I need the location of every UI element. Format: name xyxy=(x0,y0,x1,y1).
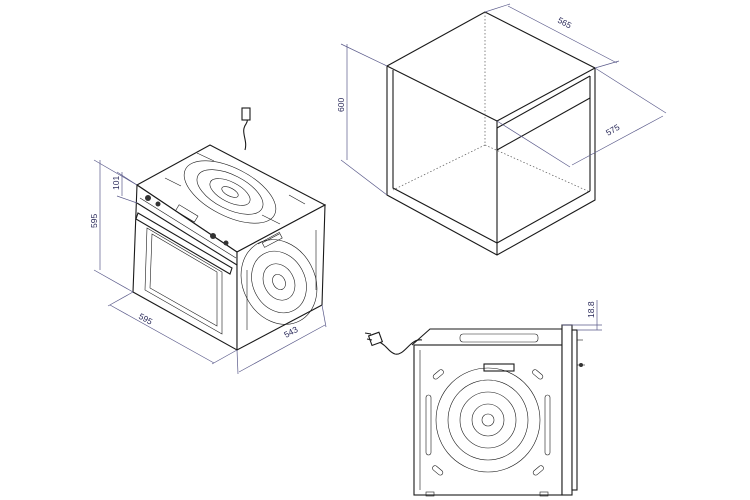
cabinet-niche xyxy=(386,11,596,256)
cabinet-height-label: 600 xyxy=(336,98,346,112)
cabinet-dimensions: 600 565 575 xyxy=(336,3,667,196)
oven-side-dimensions: 18.8 xyxy=(562,300,602,331)
cabinet-depth-label: 575 xyxy=(604,122,622,138)
oven-width-label: 595 xyxy=(137,311,154,327)
door-thickness-label: 18.8 xyxy=(586,301,596,318)
oven-panel-label: 101 xyxy=(111,176,121,190)
oven-side-view xyxy=(364,324,585,497)
oven-height-label: 595 xyxy=(89,214,99,228)
cabinet-width-label: 565 xyxy=(556,15,573,31)
oven-isometric xyxy=(132,107,327,351)
oven-depth-label: 543 xyxy=(282,324,299,340)
